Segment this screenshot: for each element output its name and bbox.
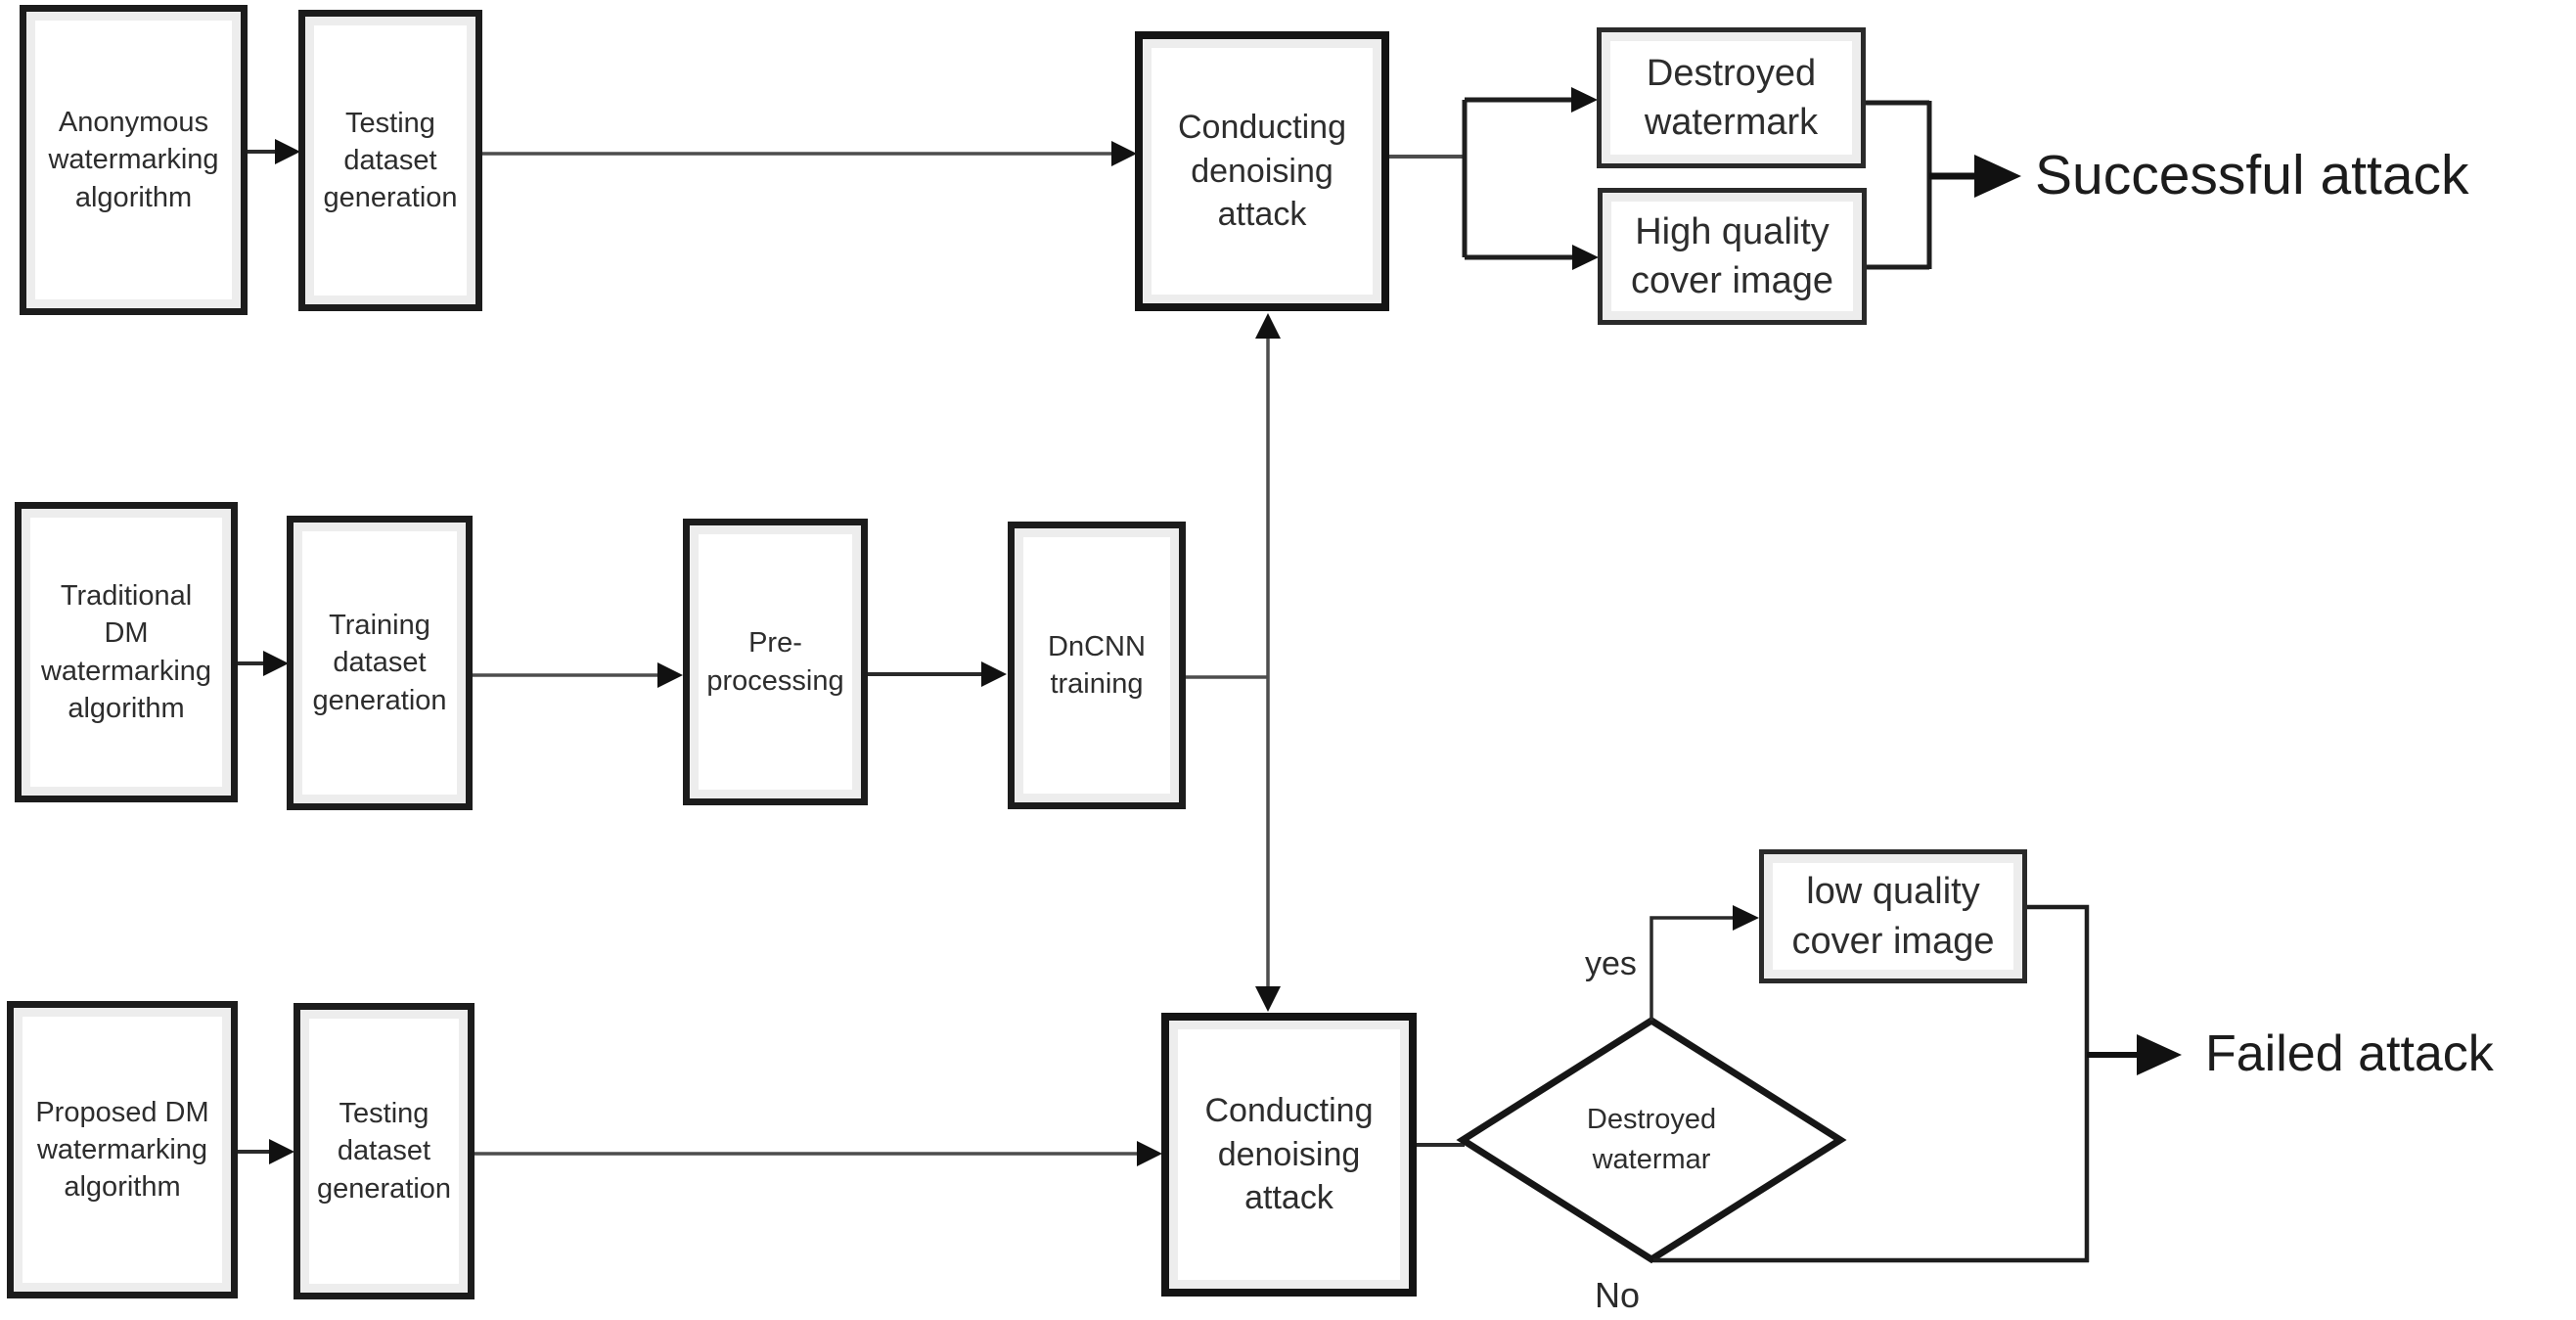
connector-proposed-to-testing [238, 1139, 294, 1164]
node-proposed-dm-watermarking-algorithm: Proposed DM watermarking algorithm [7, 1001, 238, 1298]
node-training-dataset-generation: Training dataset generation [287, 516, 473, 810]
arrowhead [275, 139, 300, 164]
arrowhead-successful [1974, 155, 2021, 198]
connector-anonymous-to-testing [248, 139, 300, 164]
connector-conducting-top-branches [1389, 87, 1599, 270]
connector-testing-to-conducting-bottom [475, 1141, 1162, 1166]
arrowhead [1111, 141, 1137, 166]
decision-destroyed-watermark-label: Destroyed watermar [1586, 1104, 1717, 1175]
outcome-successful-attack: Successful attack [2035, 144, 2469, 206]
node-low-quality-cover-image: low quality cover image [1759, 849, 2027, 983]
connector-to-failed [2087, 1034, 2182, 1075]
arrowhead-high-quality [1572, 245, 1599, 270]
arrowhead [657, 662, 683, 688]
node-conducting-denoising-attack-bottom: Conducting denoising attack [1161, 1013, 1417, 1297]
arrowhead [981, 661, 1007, 687]
connector-decision-yes [1650, 905, 1759, 1021]
arrowhead [1137, 1141, 1162, 1166]
node-testing-dataset-generation-top: Testing dataset generation [298, 10, 482, 311]
connector-traditional-to-training [238, 651, 289, 676]
node-testing-dataset-generation-bottom: Testing dataset generation [294, 1003, 475, 1299]
arrowhead-down [1255, 986, 1281, 1012]
connector-merge-to-successful [1866, 100, 2021, 270]
arrowhead-up [1255, 313, 1281, 339]
connector-training-to-preprocessing [473, 662, 683, 688]
decision-diamond [1456, 1016, 1847, 1264]
node-traditional-dm-watermarking-algorithm: Traditional DM watermarking algorithm [15, 502, 238, 802]
arrowhead-failed [2137, 1034, 2182, 1075]
node-conducting-denoising-attack-top: Conducting denoising attack [1135, 31, 1389, 311]
arrowhead-destroyed [1571, 87, 1598, 113]
edge-label-no: No [1595, 1275, 1641, 1315]
node-pre-processing: Pre- processing [683, 519, 868, 805]
node-high-quality-cover-image: High quality cover image [1598, 188, 1867, 325]
node-destroyed-watermark: Destroyed watermark [1597, 27, 1866, 168]
connector-dncnn-split [1186, 313, 1281, 1012]
node-dncnn-training: DnCNN training [1008, 522, 1186, 809]
node-anonymous-watermarking-algorithm: Anonymous watermarking algorithm [20, 5, 248, 315]
connector-testing-to-conducting-top [482, 141, 1137, 166]
arrowhead [263, 651, 289, 676]
arrowhead [269, 1139, 294, 1164]
connector-lowquality-merge [2027, 904, 2090, 1262]
outcome-failed-attack: Failed attack [2205, 1025, 2494, 1082]
edge-label-yes: yes [1585, 945, 1637, 982]
arrowhead [1733, 905, 1759, 931]
connector-preprocessing-to-dncnn [868, 661, 1007, 687]
